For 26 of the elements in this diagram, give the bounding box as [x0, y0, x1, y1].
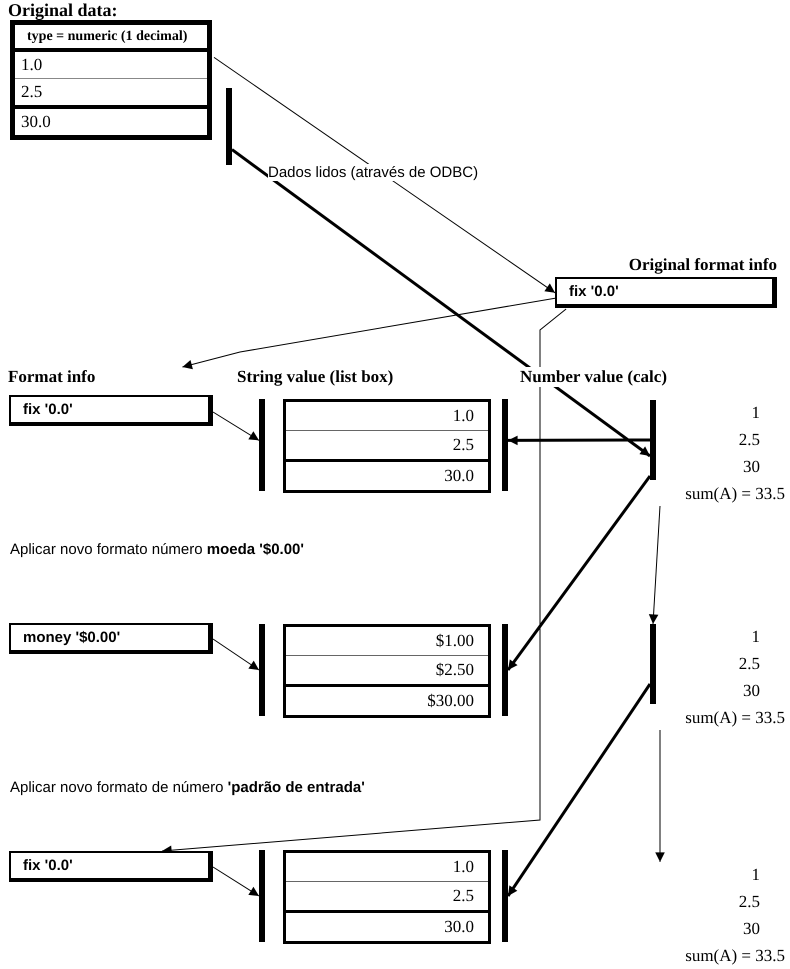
arrow	[212, 412, 260, 441]
arrow	[655, 730, 665, 862]
annotation-text: Dados lidos (através de ODBC)	[268, 164, 478, 181]
arrow	[506, 475, 652, 671]
vertical-bar	[650, 624, 656, 704]
annotation-text: Aplicar novo formato de número 'padrão de entrada'	[10, 779, 365, 796]
arrow	[212, 638, 260, 670]
format-box: fix '0.0'	[9, 851, 213, 882]
table-heading: Original data:	[8, 0, 118, 21]
arrow	[506, 683, 652, 897]
vertical-bar	[226, 88, 232, 165]
box-heading: Format info	[8, 367, 96, 387]
format-box: fix '0.0'	[9, 395, 213, 426]
box-heading: Original format info	[628, 255, 777, 275]
arrow	[182, 298, 556, 370]
format-box: money '$0.00'	[9, 623, 213, 654]
vertical-bar	[650, 400, 656, 480]
arrow	[212, 866, 260, 896]
arrow	[508, 436, 650, 446]
arrow	[231, 148, 651, 458]
arrow	[648, 506, 660, 624]
column-heading: String value (list box)	[237, 367, 394, 387]
column-heading: Number value (calc)	[520, 367, 667, 387]
format-box: fix '0.0'	[555, 277, 777, 308]
arrow	[214, 56, 556, 294]
annotation-text: Aplicar novo formato número moeda '$0.00'	[10, 541, 304, 558]
